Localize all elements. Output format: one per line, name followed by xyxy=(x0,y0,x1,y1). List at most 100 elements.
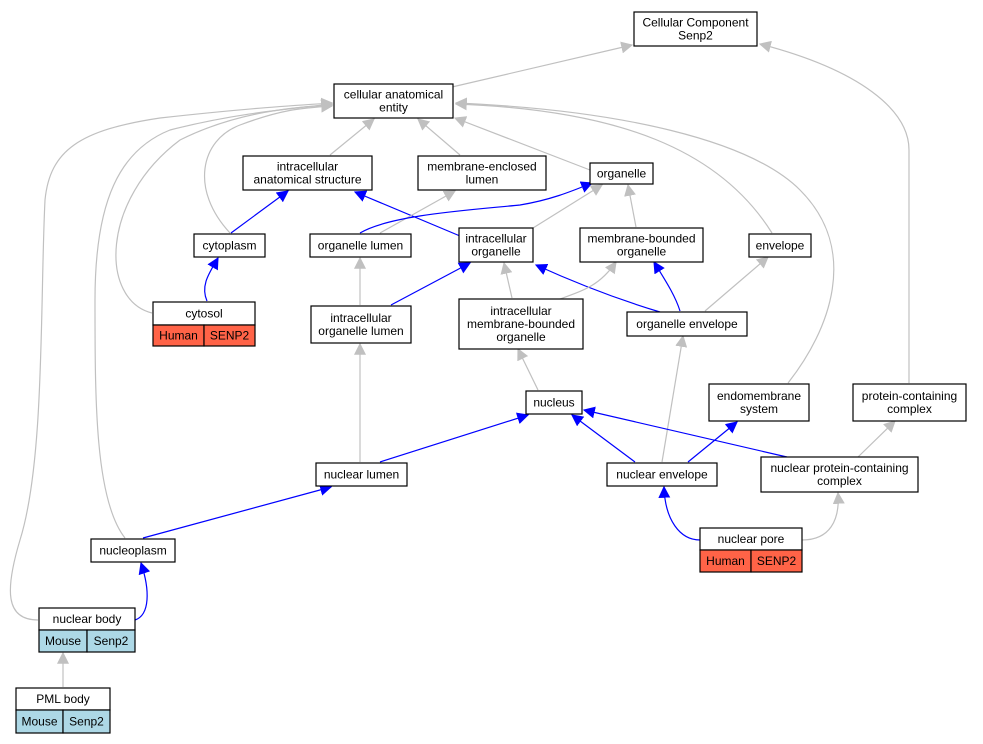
edge-part-of-nenv-to-nucleus xyxy=(571,414,636,463)
node-label-line: nucleus xyxy=(533,396,574,410)
species-cell: Mouse xyxy=(45,634,81,648)
node-label-line: nuclear body xyxy=(53,612,122,626)
edge-part-of-nenv-to-endo xyxy=(687,421,738,463)
node-label-line: entity xyxy=(379,101,408,115)
node-box xyxy=(760,456,919,493)
node-label-line: intracellular xyxy=(277,160,338,174)
edge-is-a-mel-to-cae xyxy=(417,118,461,156)
node-label-line: protein-containing xyxy=(862,389,957,403)
node-nlumen[interactable]: nuclear lumen xyxy=(315,462,408,487)
node-organelle[interactable]: organelle xyxy=(589,162,654,185)
node-box xyxy=(525,390,583,415)
node-box xyxy=(309,233,412,258)
edge-part-of-oenv-to-mbo xyxy=(653,260,681,312)
edge-is-a-olumen-to-mel xyxy=(379,190,457,234)
node-label-line: nuclear protein-containing xyxy=(770,461,908,475)
node-box xyxy=(589,162,654,185)
edge-is-a-ias-to-cae xyxy=(329,118,375,156)
edge-part-of-nlumen-to-nucleus xyxy=(379,412,530,463)
edge-is-a-cae-to-root xyxy=(451,41,634,88)
edge-part-of-npore-to-nenv xyxy=(658,485,701,541)
edge-is-a-cytosol-to-cae xyxy=(115,99,334,314)
node-box xyxy=(417,155,547,191)
node-label-line: nuclear envelope xyxy=(616,468,708,482)
gene-cell: Senp2 xyxy=(69,715,104,729)
edge-is-a-mbo-to-organelle xyxy=(624,183,637,228)
edges-layer xyxy=(9,40,910,687)
node-label-line: organelle xyxy=(597,167,647,181)
node-label-line: organelle envelope xyxy=(636,317,738,331)
gene-cell-bg xyxy=(62,709,111,734)
node-box xyxy=(242,155,373,191)
node-nucleoplasm[interactable]: nucleoplasm xyxy=(90,538,176,563)
node-cytoplasm[interactable]: cytoplasm xyxy=(193,233,266,258)
edge-part-of-iorg-to-ias xyxy=(353,190,461,237)
node-label-line: endomembrane xyxy=(717,389,801,403)
node-label-line: nucleoplasm xyxy=(99,544,166,558)
edge-part-of-cytoplasm-to-ias xyxy=(230,190,289,234)
node-box xyxy=(748,233,812,258)
edge-is-a-imbo-to-iorg xyxy=(500,261,513,299)
node-box xyxy=(606,462,718,487)
node-envelope[interactable]: envelope xyxy=(748,233,812,258)
node-label-line: nuclear lumen xyxy=(324,468,399,482)
node-box xyxy=(193,233,266,258)
node-nenv[interactable]: nuclear envelope xyxy=(606,462,718,487)
node-label-line: system xyxy=(740,402,778,416)
node-oenv[interactable]: organelle envelope xyxy=(626,311,748,337)
species-cell: Human xyxy=(706,554,745,568)
node-box xyxy=(708,383,810,422)
node-olumen[interactable]: organelle lumen xyxy=(309,233,412,258)
node-box xyxy=(310,305,412,344)
edge-part-of-iolumen-to-iorg xyxy=(390,262,472,306)
node-label-line: intracellular xyxy=(465,232,526,246)
node-label-line: membrane-enclosed xyxy=(427,160,536,174)
node-label-line: nuclear pore xyxy=(718,532,785,546)
edge-part-of-nbody-to-nucleoplasm xyxy=(134,561,151,621)
node-label-line: organelle lumen xyxy=(318,239,403,253)
node-label-line: envelope xyxy=(756,239,805,253)
node-box xyxy=(579,227,704,263)
edge-is-a-imbo-to-mbo xyxy=(559,261,617,300)
edge-part-of-nucleoplasm-to-nlumen xyxy=(142,484,333,539)
edge-is-a-envelope-to-cae xyxy=(454,98,773,234)
edge-is-a-nucleus-to-imbo xyxy=(517,347,539,391)
species-cell: Human xyxy=(159,329,198,343)
edge-is-a-endo-to-cae xyxy=(454,97,835,384)
node-label-line: intracellular xyxy=(490,304,551,318)
edge-is-a-nucleoplasm-to-cae xyxy=(94,99,334,539)
node-box xyxy=(90,538,176,563)
node-nucleus[interactable]: nucleus xyxy=(525,390,583,415)
node-label-line: cellular anatomical xyxy=(344,88,443,102)
edge-is-a-nenv-to-oenv xyxy=(661,334,688,463)
node-label-line: membrane-bounded xyxy=(587,232,695,246)
node-label-line: PML body xyxy=(36,692,90,706)
node-box xyxy=(626,311,748,337)
node-label-line: organelle xyxy=(617,245,667,259)
node-label-line: complex xyxy=(887,402,932,416)
node-box xyxy=(633,11,758,47)
edge-part-of-npcc-to-nucleus xyxy=(582,406,788,458)
node-label-line: organelle lumen xyxy=(318,324,403,338)
species-cell: Mouse xyxy=(21,715,57,729)
edge-is-a-organelle-to-cae xyxy=(453,116,591,171)
edge-is-a-nbody-to-cae xyxy=(9,97,334,621)
edge-is-a-iorg-to-organelle xyxy=(532,184,604,229)
gene-cell-bg xyxy=(203,324,256,347)
